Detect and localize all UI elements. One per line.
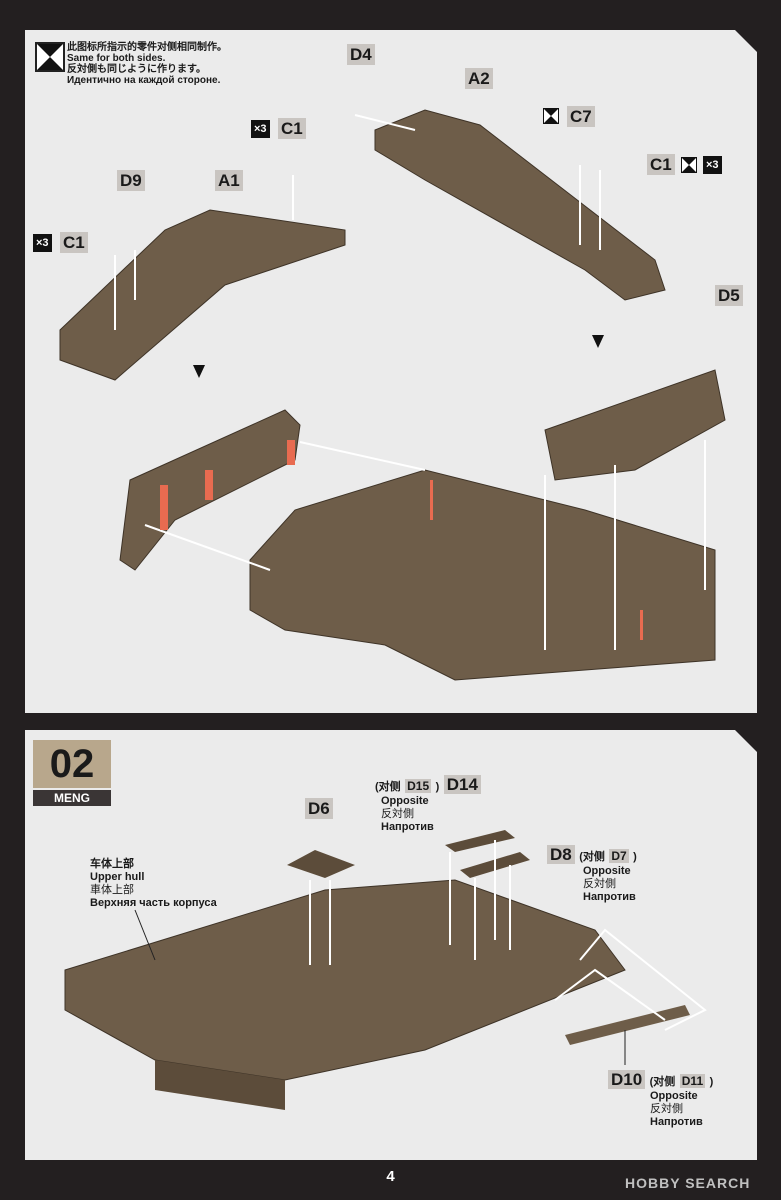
label-d4: D4: [347, 44, 375, 65]
legend-ja: 反対側も同じように作ります。: [67, 64, 206, 75]
qty-badge: ×3: [703, 156, 722, 174]
side-wall-right: [545, 370, 725, 480]
label-d6: D6: [305, 798, 333, 819]
opposite-prefix: (对侧: [375, 781, 401, 793]
label-c7: C7: [567, 106, 595, 127]
label-d7: D7: [611, 849, 627, 863]
upper-hull-label: 车体上部 Upper hull 車体上部 Верхняя часть корпу…: [90, 858, 217, 910]
label-a2: A2: [465, 68, 493, 89]
legend-en: Same for both sides.: [67, 53, 166, 64]
opposite-prefix: (对侧: [579, 851, 605, 863]
opposite-suffix: ): [435, 781, 440, 793]
opposite-ru: Напротив: [583, 891, 636, 903]
label-d10-group: D10 (对侧 D11 ) Opposite 反対側 Напротив: [608, 1070, 713, 1129]
part-d6: [287, 850, 355, 878]
step-2-illustration: [25, 730, 757, 1160]
label-d8-group: D8 (对侧 D7 ) Opposite 反対側 Напротив: [547, 845, 637, 904]
down-arrow-icons: [193, 335, 604, 378]
label-d10: D10: [608, 1070, 645, 1089]
upper-hull-ja: 車体上部: [90, 884, 134, 896]
legend-zh: 此图标所指示的零件对侧相同制作。: [67, 42, 227, 53]
label-c1-left: C1: [60, 232, 88, 253]
step-number: 02: [33, 740, 111, 788]
part-d10: [565, 1005, 690, 1045]
qty-badge: ×3: [251, 120, 270, 138]
step-1-illustration: [25, 30, 757, 713]
legend-text: 此图标所指示的零件对侧相同制作。 Same for both sides. 反対…: [67, 42, 227, 86]
label-d14: D14: [444, 775, 481, 794]
upper-hull-en: Upper hull: [90, 871, 145, 883]
opposite-ja: 反対側: [583, 878, 616, 890]
part-a2: [375, 110, 665, 300]
label-a1: A1: [215, 170, 243, 191]
label-d14-group: (对侧 D15 ) D14 Opposite 反対側 Напротив: [375, 775, 481, 834]
step-1-panel: 此图标所指示的零件对侧相同制作。 Same for both sides. 反対…: [25, 30, 757, 713]
same-both-sides-icon: [35, 42, 65, 72]
opposite-ja: 反対側: [650, 1103, 683, 1115]
part-d14: [445, 830, 515, 852]
upper-hull-ru: Верхняя часть корпуса: [90, 897, 217, 909]
opposite-ja: 反対側: [381, 808, 414, 820]
upper-hull: [65, 880, 625, 1080]
opposite-suffix: ): [709, 1076, 714, 1088]
upper-hull-zh: 车体上部: [90, 858, 134, 870]
opposite-ru: Напротив: [381, 821, 434, 833]
label-d9: D9: [117, 170, 145, 191]
hull-lower: [250, 470, 715, 680]
opposite-en: Opposite: [381, 795, 429, 807]
same-sides-icon: [681, 157, 697, 173]
brand-logo: MENG: [33, 790, 111, 806]
label-c1-top: C1: [278, 118, 306, 139]
label-c1-right: C1: [647, 154, 675, 175]
opposite-ru: Напротив: [650, 1116, 703, 1128]
opposite-suffix: ): [633, 851, 637, 863]
qty-badge: ×3: [33, 234, 52, 252]
page-number: 4: [386, 1168, 395, 1185]
opposite-en: Opposite: [583, 865, 631, 877]
part-a1: [60, 210, 345, 380]
label-d15: D15: [407, 779, 430, 793]
same-sides-icon: [543, 108, 559, 124]
label-d11: D11: [681, 1074, 704, 1088]
label-d5: D5: [715, 285, 743, 306]
step-2-panel: 02 MENG 车体上部 Upper hull 車体上部 Верхняя час…: [25, 730, 757, 1160]
legend-ru: Идентично на каждой стороне.: [67, 75, 221, 86]
watermark: HOBBY SEARCH: [625, 1175, 751, 1191]
opposite-prefix: (对侧: [649, 1076, 676, 1088]
opposite-en: Opposite: [650, 1090, 698, 1102]
label-d8: D8: [547, 845, 575, 864]
